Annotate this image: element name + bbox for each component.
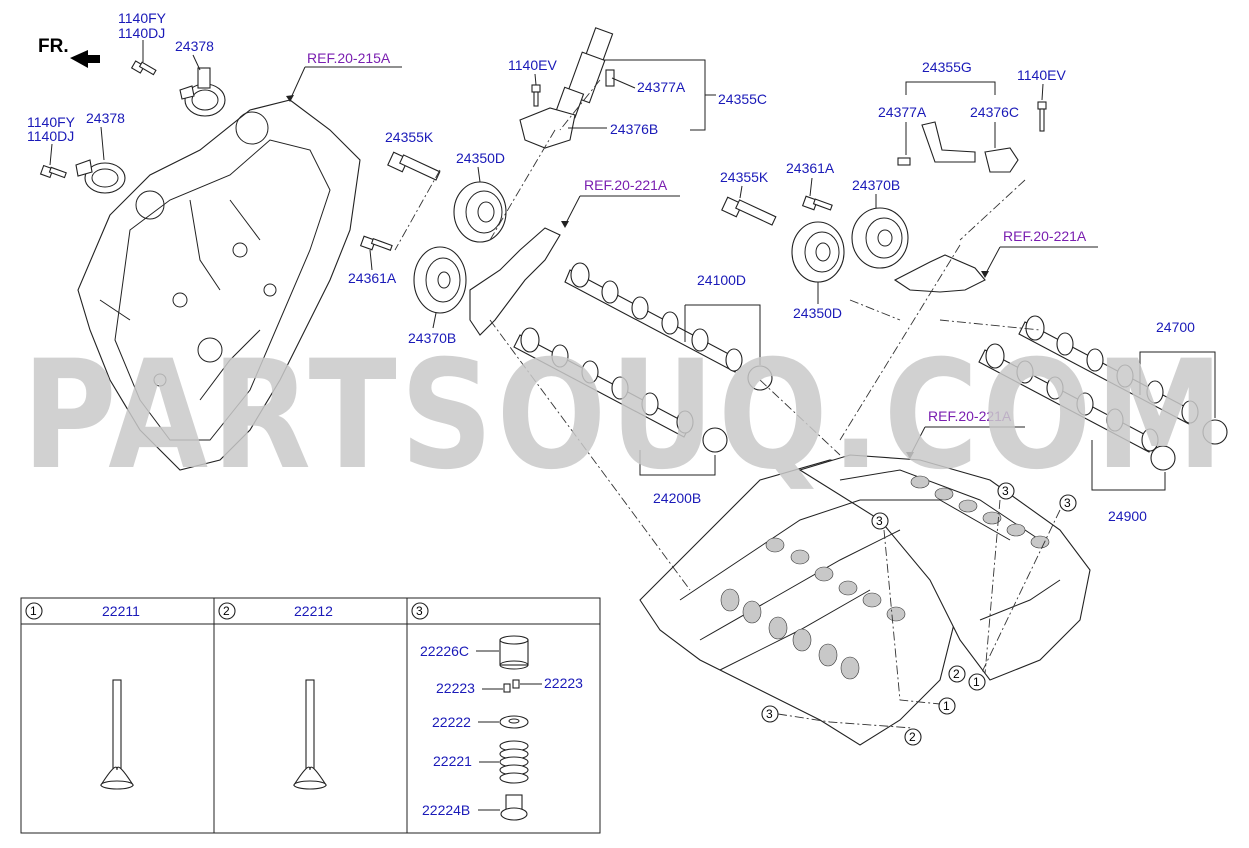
label-24370b-left: 24370B (408, 330, 456, 346)
label-24200b: 24200B (653, 490, 701, 506)
cam-bracket-right (893, 254, 986, 293)
bolt-24361a-left (359, 235, 393, 251)
cam-bracket-left (469, 227, 561, 336)
ref-timing-cover: REF.20-215A (307, 50, 391, 66)
panel-3-header: 3 (411, 602, 429, 620)
retainer-cap-22226c (499, 635, 529, 670)
label-22222: 22222 (432, 714, 471, 730)
ref-head-left: REF.20-221A (584, 177, 668, 193)
bolt-24355k-right (721, 196, 777, 226)
label-22221: 22221 (433, 753, 472, 769)
label-22226c: 22226C (420, 643, 469, 659)
bolt-24355k-left (387, 151, 441, 181)
label-24355g: 24355G (922, 59, 972, 75)
oil-pipe-24377a-right (897, 121, 976, 166)
callout-2-a: 2 (948, 665, 966, 683)
svg-text:3: 3 (1002, 484, 1009, 498)
camshaft-24200b-left (513, 327, 728, 453)
callout-1-a: 1 (968, 673, 986, 691)
cotter-22223 (503, 679, 520, 693)
valve-spring-22221 (499, 740, 529, 784)
label-24355c: 24355C (718, 91, 767, 107)
label-24355k-left: 24355K (385, 129, 434, 145)
svg-text:3: 3 (766, 707, 773, 721)
callout-3-c: 3 (871, 512, 889, 530)
callout-2-b: 2 (904, 728, 922, 746)
label-22211: 22211 (102, 603, 140, 619)
camshaft-24900-right (978, 343, 1176, 471)
label-22224b: 22224B (422, 802, 470, 818)
label-24376b: 24376B (610, 121, 658, 137)
bolt-1140ev-right (1037, 101, 1047, 132)
label-22223-right: 22223 (544, 675, 583, 691)
label-24350d-right: 24350D (793, 305, 842, 321)
callout-3-b: 3 (1059, 494, 1077, 512)
label-1140ev-right: 1140EV (1017, 67, 1066, 83)
cvvt-24350d-left (453, 181, 507, 243)
label-24370b-right: 24370B (852, 177, 900, 193)
label-24700: 24700 (1156, 319, 1195, 335)
cover-24378-top (179, 67, 226, 117)
label-24361a-left: 24361A (348, 270, 397, 286)
label-22212: 22212 (294, 603, 333, 619)
front-arrow-icon (70, 50, 100, 68)
label-24100d: 24100D (697, 272, 746, 288)
label-22223-left: 22223 (436, 680, 475, 696)
panel-2-header: 2 22212 (218, 602, 333, 620)
cylinder-head-drawing (639, 454, 1091, 746)
panel-1-header: 1 22211 (25, 602, 140, 620)
label-1140fy-top: 1140FY (118, 10, 167, 26)
svg-text:3: 3 (1064, 496, 1071, 510)
camshaft-24100d-left (564, 262, 773, 391)
ref-head-right: REF.20-221A (1003, 228, 1087, 244)
bolt-1140fy-top (130, 60, 157, 76)
intake-valve-22211 (99, 679, 135, 790)
sprocket-24370b-right (851, 207, 909, 269)
ocv-24376c-right (984, 147, 1019, 173)
label-1140dj-mid: 1140DJ (27, 128, 74, 144)
cover-24378-mid (75, 159, 126, 194)
label-24377a-right: 24377A (878, 104, 927, 120)
timing-cover-drawing (77, 99, 361, 471)
panel-2-index: 2 (223, 604, 230, 618)
label-24355k-right: 24355K (720, 169, 769, 185)
panel-1-index: 1 (30, 604, 37, 618)
label-24361a-right: 24361A (786, 160, 835, 176)
label-1140fy-mid: 1140FY (27, 114, 76, 130)
stem-seal-22224b (500, 794, 528, 821)
label-24378-mid: 24378 (86, 110, 125, 126)
valve-detail-table: 1 22211 2 22212 3 22226C (20, 597, 601, 834)
exhaust-valve-22212 (292, 679, 328, 790)
camshaft-24700-right (1018, 315, 1228, 445)
svg-text:3: 3 (876, 514, 883, 528)
spring-retainer-22222 (499, 715, 529, 729)
bolt-1140fy-mid (39, 164, 67, 179)
callout-1-b: 1 (938, 697, 956, 715)
panel-3-index: 3 (416, 604, 423, 618)
bolt-24361a-right (801, 195, 833, 211)
callout-3-d: 3 (761, 705, 779, 723)
callout-3-a: 3 (997, 482, 1015, 500)
svg-text:1: 1 (973, 675, 980, 689)
sprocket-24370b-left (413, 246, 467, 314)
label-1140ev-left: 1140EV (508, 57, 557, 73)
front-orientation-label: FR. (38, 36, 69, 57)
bolt-1140ev-left (531, 84, 541, 107)
cvvt-24350d-right (791, 221, 845, 283)
ref-head-lower: REF.20-221A (928, 408, 1012, 424)
label-24378-top: 24378 (175, 38, 214, 54)
label-1140dj-top: 1140DJ (118, 25, 165, 41)
svg-text:2: 2 (953, 667, 960, 681)
label-24900: 24900 (1108, 508, 1147, 524)
ocv-24376b-left (519, 27, 614, 149)
label-24377a-left: 24377A (637, 79, 686, 95)
label-24350d-left: 24350D (456, 150, 505, 166)
svg-text:2: 2 (909, 730, 916, 744)
oil-pipe-24377a-left (605, 69, 615, 87)
watermark-text: PARTSOUQ.COM (22, 329, 1227, 503)
svg-text:1: 1 (943, 699, 950, 713)
label-24376c: 24376C (970, 104, 1019, 120)
